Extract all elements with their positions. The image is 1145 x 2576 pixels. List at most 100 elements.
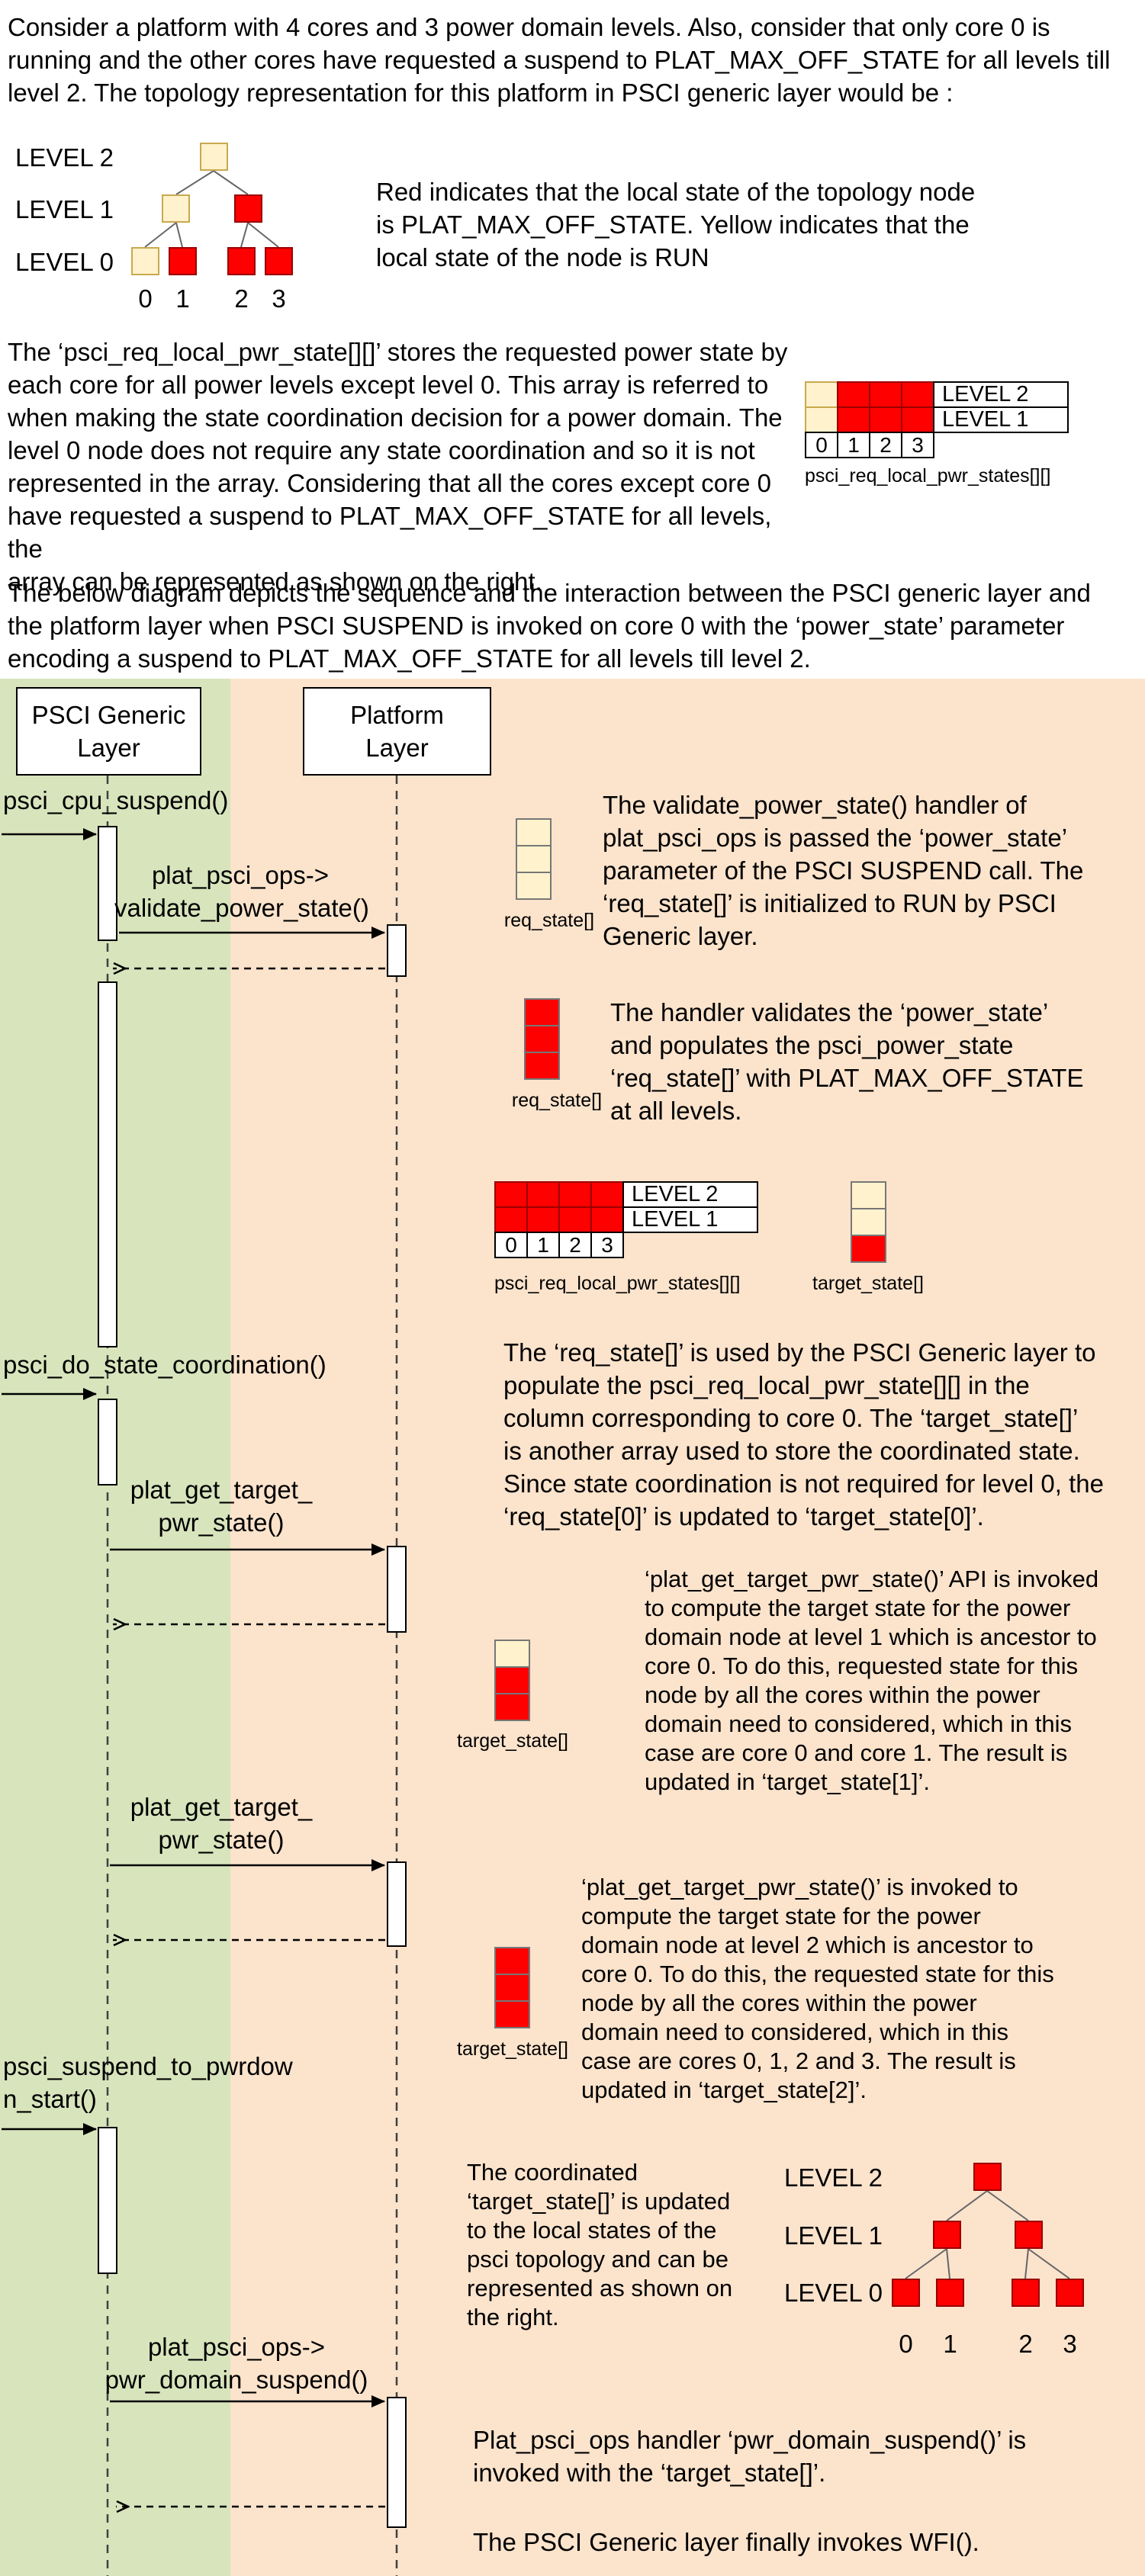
req-state-run-stack: [516, 818, 552, 900]
topology-node: [265, 247, 293, 275]
tree-top-label-level0: LEVEL 0: [15, 248, 114, 276]
grid-cell: [837, 406, 870, 433]
grid-row-level2: LEVEL 2: [805, 381, 1069, 408]
topology-node: [933, 2221, 961, 2249]
note-wfi: The PSCI Generic layer finally invokes W…: [473, 2528, 979, 2556]
tree-bottom-label-level2: LEVEL 2: [784, 2163, 883, 2192]
tree-bottom-core-1: 1: [943, 2330, 957, 2358]
tree-bottom-core-2: 2: [1018, 2330, 1033, 2358]
tree-top-core-0: 0: [138, 284, 153, 313]
color-legend-text: Red indicates that the local state of th…: [376, 178, 976, 271]
note-target1: ‘plat_get_target_pwr_state()’ API is inv…: [645, 1566, 1099, 1795]
topology-node: [973, 2163, 1002, 2191]
grid-row-level2: LEVEL 2: [494, 1181, 758, 1208]
message-label-validate-power-state: plat_psci_ops-> validate_power_state(): [114, 861, 369, 922]
topology-node: [936, 2279, 964, 2307]
grid-core-row: 0 1 2 3: [805, 432, 1069, 458]
grid-cell: [869, 381, 902, 408]
target-state-level1-stack: [494, 1640, 530, 1721]
activation-get-target-1: [387, 1546, 407, 1633]
grid-row-label: LEVEL 2: [622, 1181, 758, 1208]
tree-bottom-core-3: 3: [1063, 2330, 1077, 2358]
note-target2: ‘plat_get_target_pwr_state()’ is invoked…: [581, 1874, 1054, 2103]
grid-caption: psci_req_local_pwr_states[][]: [805, 465, 1051, 487]
grid-row-label: LEVEL 1: [622, 1206, 758, 1233]
message-label-get-target-1: plat_get_target_ pwr_state(): [130, 1476, 313, 1537]
message-label-get-target-2: plat_get_target_ pwr_state(): [130, 1793, 313, 1854]
topology-node: [234, 194, 262, 223]
grid-cell: [805, 381, 838, 408]
tree-top-core-2: 2: [234, 284, 249, 313]
platform-lane-background: [230, 679, 1145, 2576]
grid-cell: [901, 381, 934, 408]
grid-row-level1: LEVEL 1: [805, 406, 1069, 433]
grid-core-cell: 3: [590, 1232, 624, 1258]
tree-bottom-label-level0: LEVEL 0: [784, 2279, 883, 2307]
grid-core-cell: 0: [805, 432, 838, 458]
state-cell: [494, 1947, 530, 1975]
tree-bottom-core-0: 0: [899, 2330, 913, 2358]
state-cell: [851, 1208, 886, 1236]
note-validate: The validate_power_state() handler of pl…: [603, 791, 1084, 950]
grid-cell: [558, 1181, 592, 1208]
state-cell: [494, 1974, 530, 2002]
grid-core-cell: 0: [494, 1232, 528, 1258]
platform-layer-header: Platform Layer: [303, 687, 491, 776]
psci-generic-layer-header: PSCI Generic Layer: [16, 687, 201, 776]
grid-cell: [805, 406, 838, 433]
intro-paragraph-2: The ‘psci_req_local_pwr_state[][]’ store…: [8, 338, 788, 596]
grid-core-cell: 1: [837, 432, 870, 458]
target-state-level2-stack: [494, 1947, 530, 2028]
topology-node: [892, 2279, 920, 2307]
activation-do-state-coordination: [98, 1399, 117, 1486]
tree-top-label-level1: LEVEL 1: [15, 195, 114, 223]
grid-core-cell: 2: [558, 1232, 592, 1258]
state-cell: [851, 1181, 886, 1209]
state-cell: [524, 998, 560, 1026]
note-coordinated: The coordinated ‘target_state[]’ is upda…: [467, 2159, 733, 2330]
note-pwr-domain: Plat_psci_ops handler ‘pwr_domain_suspen…: [473, 2426, 1027, 2487]
state-cell: [516, 845, 552, 873]
req-state-run-caption: req_state[]: [503, 910, 595, 931]
grid-core-row: 0 1 2 3: [494, 1232, 758, 1258]
topology-node: [1056, 2279, 1084, 2307]
grid-cell: [590, 1206, 624, 1233]
grid-cell: [558, 1206, 592, 1233]
req-states-grid-top: LEVEL 2 LEVEL 1 0 1 2 3 psci_req_local_p…: [805, 381, 1069, 487]
activation-get-target-2: [387, 1861, 407, 1947]
topology-node: [169, 247, 197, 275]
topology-node: [1015, 2221, 1043, 2249]
note-coordination: The ‘req_state[]’ is used by the PSCI Ge…: [503, 1338, 1104, 1531]
req-states-grid-seq: LEVEL 2 LEVEL 1 0 1 2 3 psci_req_local_p…: [494, 1181, 758, 1295]
state-cell: [494, 2000, 530, 2028]
message-label-pwr-domain-suspend: plat_psci_ops-> pwr_domain_suspend(): [105, 2333, 368, 2394]
tree-top-core-1: 1: [175, 284, 190, 313]
req-state-off-caption: req_state[]: [511, 1090, 603, 1111]
grid-cell: [526, 1206, 560, 1233]
grid-core-cell: 3: [901, 432, 934, 458]
target-state-level1-caption: target_state[]: [457, 1730, 568, 1752]
target-state-level2-caption: target_state[]: [457, 2038, 568, 2060]
req-state-off-stack: [524, 998, 560, 1080]
activation-validate-power-state: [387, 924, 407, 977]
topology-node: [227, 247, 256, 275]
activation-psci-cpu-suspend: [98, 826, 117, 941]
topology-node: [162, 194, 190, 223]
grid-row-label: LEVEL 1: [933, 406, 1069, 433]
target-state-initial-stack: [851, 1181, 886, 1263]
message-label-do-state-coordination: psci_do_state_coordination(): [3, 1351, 326, 1379]
state-cell: [516, 872, 552, 900]
topology-node: [131, 247, 159, 275]
grid-cell: [526, 1181, 560, 1208]
topology-node: [1012, 2279, 1040, 2307]
message-label-psci-cpu-suspend: psci_cpu_suspend(): [3, 786, 229, 814]
topology-node: [200, 143, 228, 171]
grid-row-label: LEVEL 2: [933, 381, 1069, 408]
state-cell: [516, 818, 552, 846]
activation-pwr-domain-suspend: [387, 2397, 407, 2528]
state-cell: [524, 1052, 560, 1080]
grid-cell: [837, 381, 870, 408]
grid-caption: psci_req_local_pwr_states[][]: [494, 1273, 741, 1294]
tree-top-label-level2: LEVEL 2: [15, 143, 114, 172]
